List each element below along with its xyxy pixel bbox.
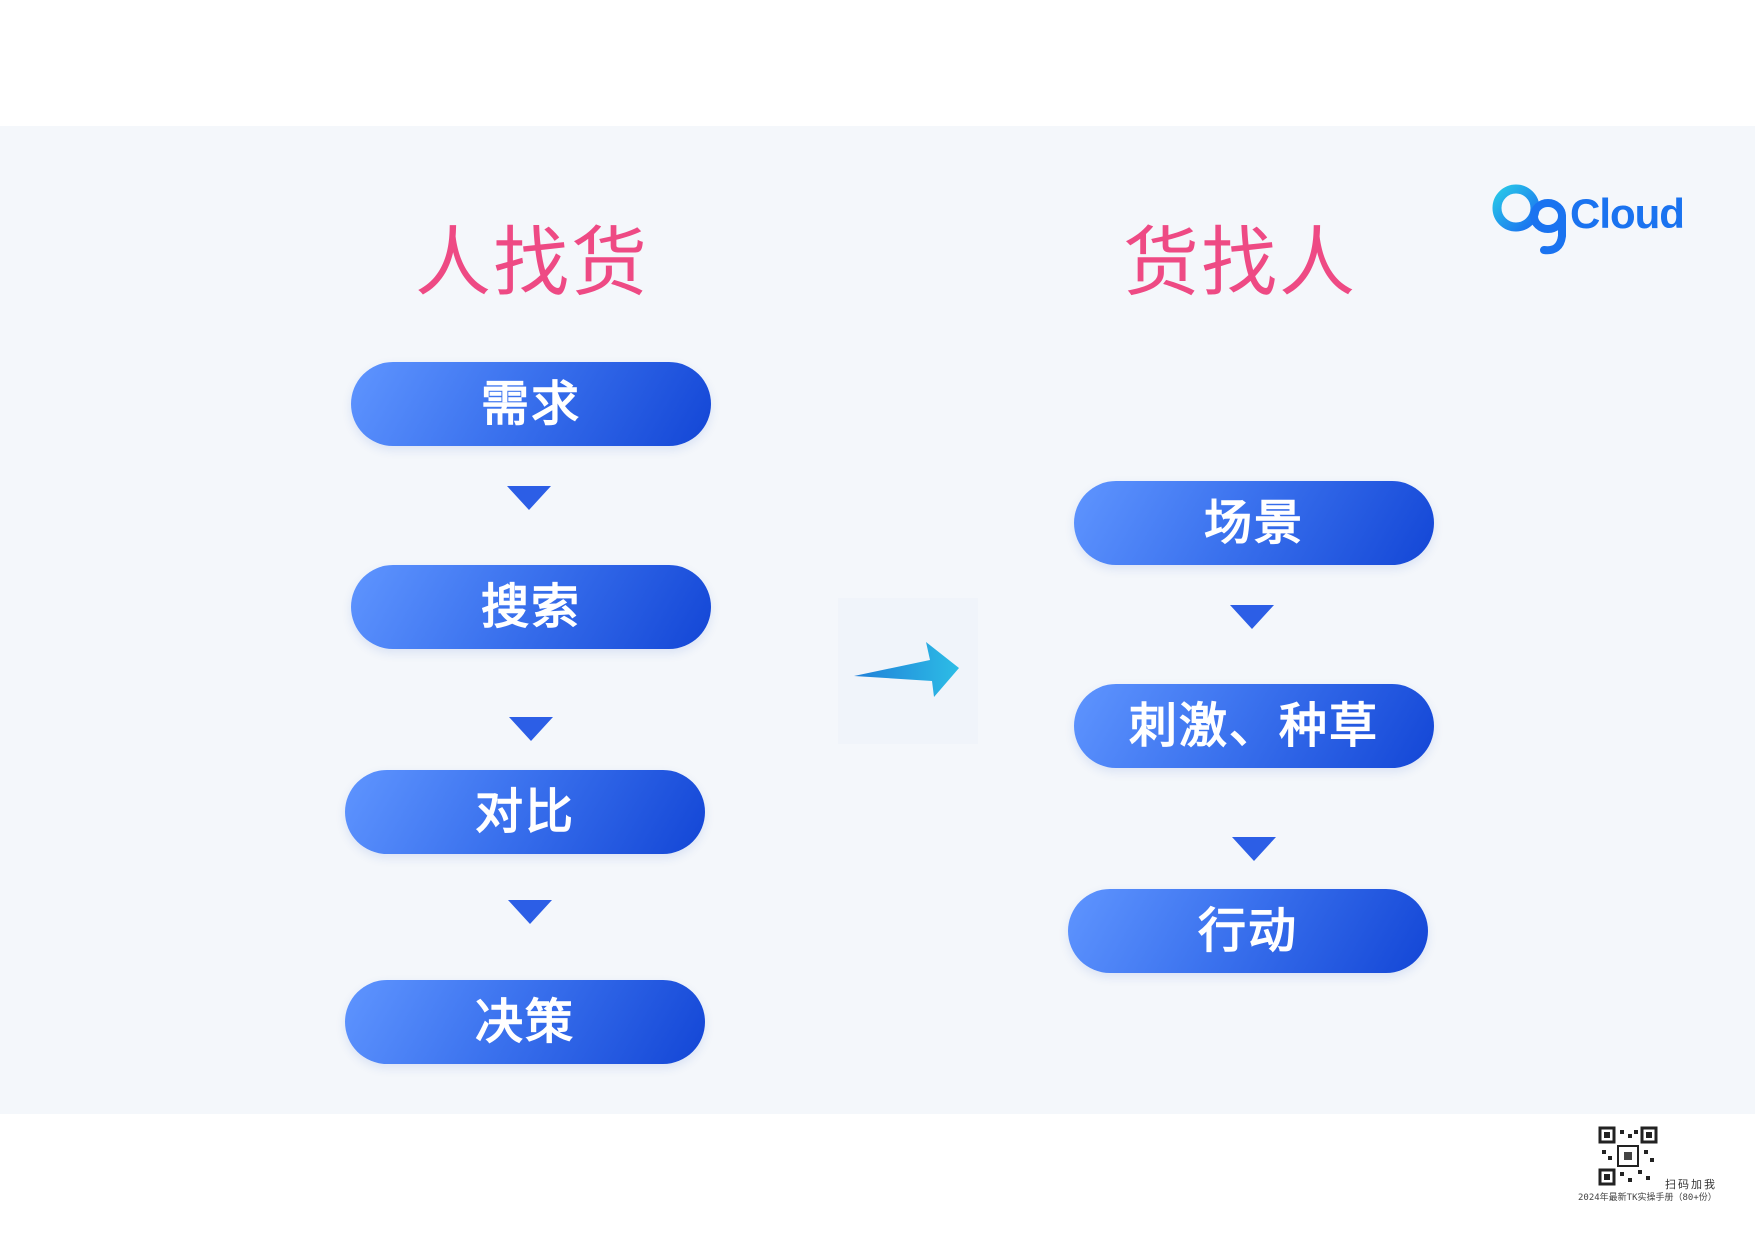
chevron-down-icon: [1232, 837, 1276, 861]
qr-caption: 扫码加我: [1665, 1178, 1717, 1191]
chevron-down-icon: [508, 900, 552, 924]
svg-text:Cloud: Cloud: [1570, 190, 1684, 237]
right-heading: 货找人: [1123, 218, 1357, 307]
step-scene: 场景: [1074, 481, 1434, 565]
step-compare: 对比: [345, 770, 705, 854]
footer-note: 2024年最新TK实操手册（80+份）: [1578, 1193, 1717, 1203]
left-heading: 人找货: [415, 218, 649, 307]
chevron-down-icon: [509, 717, 553, 741]
step-decision: 决策: [345, 980, 705, 1064]
chevron-down-icon: [1230, 605, 1274, 629]
transition-arrow-area: [838, 598, 978, 744]
step-stimulate: 刺激、种草: [1074, 684, 1434, 768]
step-search: 搜索: [351, 565, 711, 649]
qr-code-icon: [1598, 1126, 1658, 1186]
ogcloud-logo: Cloud: [1492, 184, 1685, 255]
step-need: 需求: [351, 362, 711, 446]
arrow-right-icon: [854, 642, 959, 697]
step-action: 行动: [1068, 889, 1428, 973]
chevron-down-icon: [507, 486, 551, 510]
